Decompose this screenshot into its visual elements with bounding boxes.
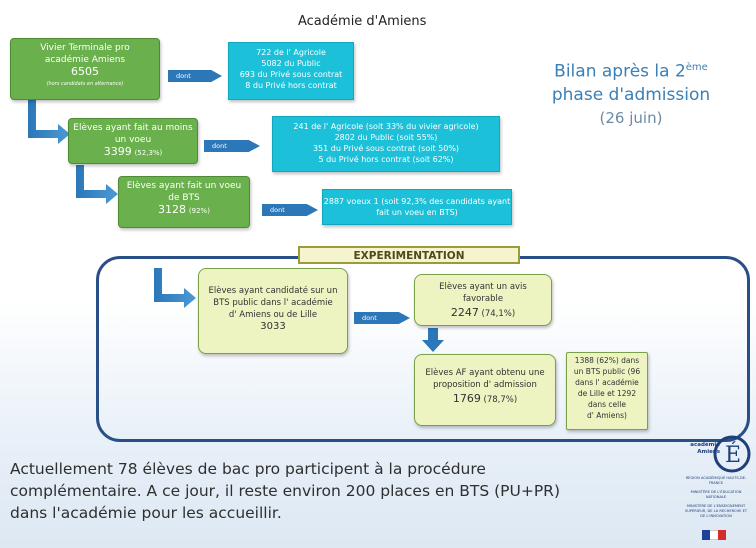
side-note-box: 1388 (62%) dans un BTS public (96 dans l… [566,352,648,430]
bts-line1: Elèves ayant fait un voeu [126,181,242,191]
detail2-item: 2802 du Public (soit 55%) [334,133,438,142]
detail3-item: 2887 voeux 1 (soit 92,3% des candidats a… [323,197,511,206]
down-arrow [422,328,444,352]
side-note-line: 1388 (62%) dans [574,356,640,365]
vivier-note: (hors candidats en alternance) [46,81,124,87]
bilan-line1: Bilan après la 2 [554,61,686,82]
experimentation-title: EXPERIMENTATION [298,246,520,264]
proposal-line: proposition d' admission [433,380,537,390]
proposal-line: Elèves AF ayant obtenu une [425,368,545,378]
elbow-arrow-3 [154,268,196,308]
voeu-box: Elèves ayant fait au moins un voeu 3399 … [68,118,198,164]
proposal-count: 1769 [452,392,481,405]
voeu-line1: Elèves ayant fait au moins [73,123,193,133]
detail2-item: 5 du Privé hors contrat (soit 62%) [318,155,454,164]
candidates-line: Elèves ayant candidaté sur un [208,286,338,296]
vivier-line2: académie Amiens [44,55,126,65]
detail1-item: 693 du Privé sous contrat [239,70,343,79]
academie-logo: É académie Amiens RÉGION ACADÉMIQUE HAUT… [680,432,752,544]
academie-e-logo-icon: É [713,435,751,473]
favorable-pct: (74,1%) [481,309,516,319]
side-note-line: un BTS public (96 [573,367,641,376]
vivier-box: Vivier Terminale pro académie Amiens 650… [10,38,160,100]
footer-line: complémentaire. A ce jour, il reste envi… [10,482,560,500]
bilan-date: (26 juin) [599,108,663,127]
favorable-line: favorable [462,294,504,304]
logo-ministry2: MINISTÈRE DE L'ENSEIGNEMENT SUPÉRIEUR, D… [684,504,748,518]
candidates-count: 3033 [260,321,286,332]
footer-line: Actuellement 78 élèves de bac pro partic… [10,460,486,478]
detail1-item: 8 du Privé hors contrat [245,81,337,90]
candidates-line: d' Amiens ou de Lille [228,310,318,320]
dont-arrow-4: dont [354,312,410,324]
bts-pct: (92%) [188,207,210,215]
side-note-line: dans celle [588,400,626,409]
detail2-item: 351 du Privé sous contrat (soit 50%) [312,144,460,153]
detail-box-3: 2887 voeux 1 (soit 92,3% des candidats a… [322,189,512,225]
detail-box-1: 722 de l' Agricole 5082 du Public 693 du… [228,42,354,100]
footer-text: Actuellement 78 élèves de bac pro partic… [10,458,670,524]
footer-line: dans l'académie pour les accueillir. [10,504,282,522]
detail2-item: 241 de l' Agricole (soit 33% du vivier a… [293,122,479,131]
voeu-count: 3399 [103,145,132,158]
french-flag-icon [702,530,726,540]
vivier-count: 6505 [71,65,99,78]
candidates-line: BTS public dans l' académie [213,298,333,308]
elbow-arrow-2 [76,165,118,204]
bts-count: 3128 [158,203,187,216]
logo-name: académie Amiens [690,442,720,455]
bts-line2: de BTS [168,193,200,203]
side-note-line: d' Amiens) [587,411,627,420]
dont-arrow-2: dont [204,140,260,152]
vivier-line1: Vivier Terminale pro [40,43,130,53]
logo-region: RÉGION ACADÉMIQUE HAUTS-DE-FRANCE [685,476,747,485]
side-note-line: de Lille et 1292 [577,389,637,398]
bilan-line1-sup: ème [685,62,708,73]
side-note-line: dans l' académie [575,378,639,387]
favorable-count: 2247 [450,306,479,319]
logo-ministry1: MINISTÈRE DE L'ÉDUCATION NATIONALE [690,490,742,499]
diagram-title: Académie d'Amiens [298,14,427,29]
voeu-pct: (52,3%) [134,149,163,157]
bilan-heading: Bilan après la 2ème phase d'admission (2… [526,56,736,130]
detail1-item: 722 de l' Agricole [256,48,326,57]
favorable-line: Elèves ayant un avis [439,282,527,292]
candidates-box: Elèves ayant candidaté sur un BTS public… [198,268,348,354]
bilan-line2: phase d'admission [551,84,711,105]
proposal-pct: (78,7%) [483,395,518,405]
detail3-item: fait un voeu en BTS) [376,208,458,217]
detail1-item: 5082 du Public [261,59,321,68]
proposal-box: Elèves AF ayant obtenu une proposition d… [414,354,556,426]
detail-box-2: 241 de l' Agricole (soit 33% du vivier a… [272,116,500,172]
bts-box: Elèves ayant fait un voeu de BTS 3128 (9… [118,176,250,228]
favorable-box: Elèves ayant un avis favorable 2247 (74,… [414,274,552,326]
dont-arrow-3: dont [262,204,318,216]
svg-text:É: É [725,441,741,468]
voeu-line2: un voeu [114,135,152,145]
dont-arrow-1: dont [168,70,222,82]
elbow-arrow-1 [28,100,70,144]
